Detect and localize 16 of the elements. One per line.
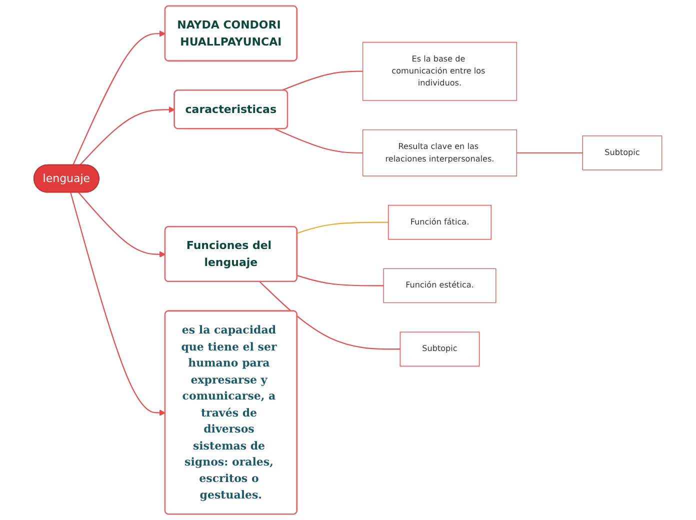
connector	[516, 152, 583, 154]
connector	[297, 274, 384, 286]
arrow	[72, 30, 166, 166]
node-box: Subtopic	[582, 135, 662, 170]
connector	[297, 222, 388, 234]
connector	[281, 70, 363, 91]
node-box: Es la base de comunicación entre los individuos.	[362, 42, 518, 101]
connector	[274, 128, 363, 154]
connector	[260, 281, 400, 350]
node-box: Función estética.	[383, 268, 496, 304]
node-box: Subtopic	[400, 332, 480, 366]
arrow	[80, 106, 176, 166]
node-box: Función fática.	[388, 204, 492, 240]
arrow	[70, 192, 166, 416]
node-box: Resulta clave en las relaciones interpersonales.	[362, 129, 518, 176]
arrow	[78, 192, 166, 258]
